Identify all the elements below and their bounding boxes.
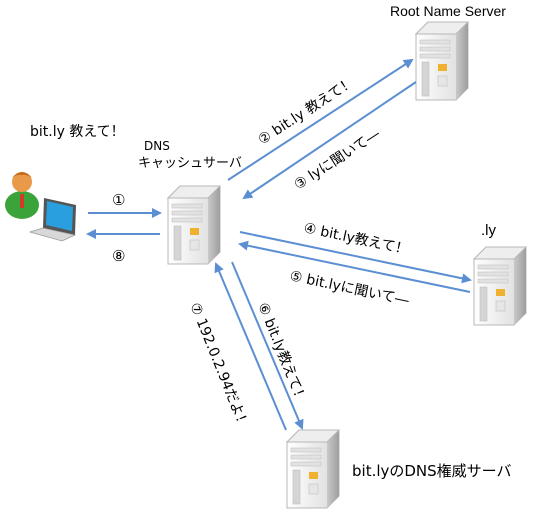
- step-8-label: ⑧: [112, 247, 125, 265]
- laptop-icon: [28, 198, 77, 242]
- arrow-step-7: [214, 262, 287, 431]
- authoritative-server-icon: [286, 429, 340, 509]
- client-user-icon: [5, 172, 39, 219]
- step-7-label: ⑦ 192.0.2.94だよ！: [186, 301, 251, 432]
- step-5-label: ⑤ bit.lyに聞いて―: [288, 268, 410, 309]
- cache-server-icon: [167, 185, 221, 265]
- cache-label-dns: DNS: [144, 139, 170, 153]
- ly-server-icon: [473, 246, 527, 326]
- client-label: bit.ly 教えて！: [30, 124, 125, 140]
- ly-server-label: .ly: [481, 222, 497, 239]
- root-server-label: Root Name Server: [390, 3, 506, 19]
- cache-label-name: キャッシュサーバ: [138, 156, 242, 171]
- step-6-label: ⑥ bit.ly教えて！: [254, 301, 309, 406]
- arrow-step-3: [242, 81, 417, 200]
- root-server-icon: [415, 21, 469, 101]
- arrow-step-2: [227, 58, 414, 181]
- arrow-step-6: [231, 261, 304, 430]
- step-2-label: ② bit.ly 教えて！: [255, 74, 357, 148]
- authoritative-server-label: bit.lyのDNS権威サーバ: [352, 462, 512, 480]
- step-1-label: ①: [112, 191, 125, 209]
- arrow-step-5: [238, 240, 471, 293]
- step-4-label: ④ bit.ly教えて！: [302, 220, 410, 258]
- arrow-step-4: [239, 231, 472, 284]
